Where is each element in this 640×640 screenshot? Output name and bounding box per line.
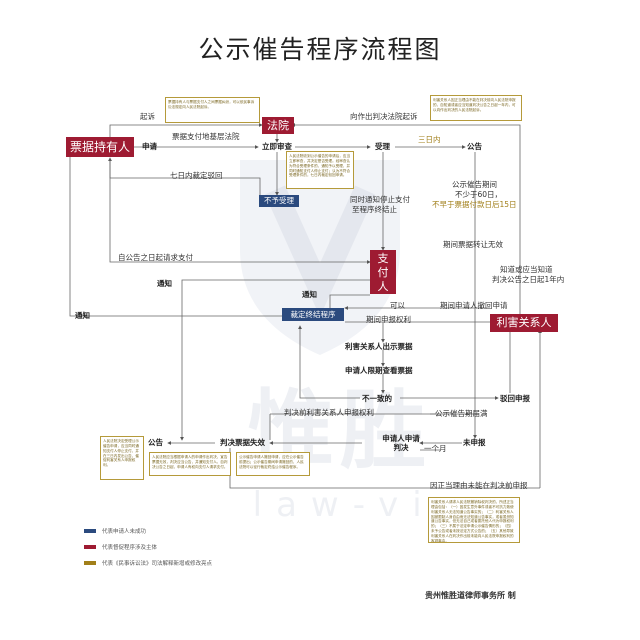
note-4: 人民法院决定受理公示催告申请，应当同时通知支付人停止支付，并在三日内发出公告，催… [100,436,144,480]
label-know-or-should: 知道或应当知道 [500,265,553,274]
node-reject-report: 驳回申报 [500,394,530,403]
legend-label-red: 代表督促程序涉及主体 [102,545,158,551]
label-announce-period: 公示催告期间 [452,180,497,189]
label-to-procedure-end: 至程序终结止 [352,205,397,214]
label-cannot-report: 因正当理由未能在判决前申报 [430,481,528,490]
node-immediate-review: 立即审查 [262,142,292,151]
node-applicant-apply-judgment-text: 申请人申请判决 [382,434,420,452]
watermark-sub: law-vis [252,485,468,525]
label-notify-1: 通知 [157,279,172,288]
node-terminate: 裁定终结程序 [282,308,344,321]
label-judgment-report: 判决前利害关系人申报权利 [284,408,374,417]
label-notify-2: 通知 [302,290,317,299]
label-within-month: 一个月 [424,444,447,453]
node-announce-top: 公告 [467,142,482,151]
note-7: 利害关系人请求人民法院撤销除权判决的，所述正当理由包括：（一）因发生意外事件或者… [428,497,520,543]
footer-credit: 贵州惟胜道律师事务所 制 [425,591,516,600]
label-expire: 公示催告期届满 [435,409,488,418]
node-judgment-invalid: 判决票据失效 [220,438,265,447]
shield-watermark-icon [240,160,400,355]
node-applicant-check: 申请人限期查看票据 [345,366,413,375]
label-to-payment-court: 票据支付地基层法院 [172,132,240,141]
legend-label-gold: 代表《民事诉讼法》司法解释新增或修改亮点 [102,561,213,567]
label-seven-days: 七日内裁定驳回 [170,171,223,180]
node-stop-payment-text: 支付人 [377,252,389,293]
legend-swatch-gold [84,561,96,565]
label-withdraw: 期间申请人撤回申请 [440,301,508,310]
node-end-report: 未申报 [463,438,486,447]
label-sue: 起诉 [140,112,155,121]
label-notify-3: 通知 [75,311,90,320]
note-3: 利害关系人因正当理由不能在判决前向人民法院申报的，自知道或者应当知道判决公告之日… [430,95,522,121]
page-title: 公示催告程序流程图 [198,35,442,64]
label-notify-stop: 同时通知停止支付 [350,195,410,204]
node-inconsistent: 不一致的 [362,394,392,403]
node-announce-bottom: 公告 [148,438,163,447]
label-report-right: 期间申报权利 [366,315,411,324]
node-applicant-apply-judgment: 申请人申请判决 [382,434,420,452]
node-stop-payment: 支付人 [370,250,396,294]
label-sue-after-judgment: 向作出判决法院起诉 [350,112,418,121]
legend-label-navy: 代表申请人未成功 [102,529,147,535]
note-6: 公示催告申请人撤回申请，应在公示催告前提出；公示催告期间申请撤回的，人民法院可以… [236,452,310,476]
node-interested: 利害关系人 [490,314,558,332]
label-within-year: 判决公告之日起1年内 [492,275,565,284]
node-court: 法院 [262,117,294,134]
label-possible: 可以 [390,301,405,310]
label-not-less-60: 不少于60日， [455,190,503,199]
note-5: 人民法院应当根据申请人的申请作出判决，宣告票据无效，判决应当公告，并通知支付人。… [149,452,231,476]
node-holder: 票据持有人 [66,137,134,157]
legend-swatch-navy [84,529,96,533]
node-interested-show: 利害关系人出示票据 [345,342,413,351]
note-2: 人民法院收到公示催告的申请后，应当立即审查，并决定是否受理。经审查认为符合受理条… [286,151,354,189]
label-from-announce-day: 自公告之日起请求支付 [118,253,193,262]
node-accept: 受理 [375,142,390,151]
node-apply: 申请 [142,142,157,151]
label-three-days: 三日内 [418,135,441,144]
node-reject: 不予受理 [259,195,299,207]
label-not-earlier-15: 不早于票据付款日后15日 [432,200,517,209]
legend-swatch-red [84,545,96,549]
label-transfer-invalid: 期间票据转让无效 [443,240,503,249]
note-1: 票据持有人与票据支付人之间票据纠纷，可以依民事诉讼法规定向人民法院起诉。 [165,97,260,123]
